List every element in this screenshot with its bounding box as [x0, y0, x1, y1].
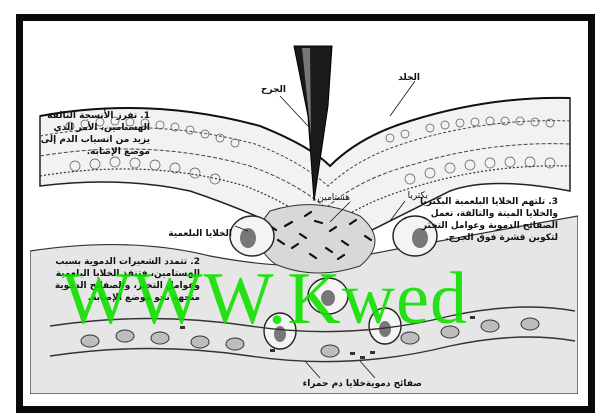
label-wound: الجرح — [246, 84, 286, 96]
label-red-blood-cells: خلايا دم حمراء — [296, 378, 366, 390]
label-blood-platelets: صفائح دموية — [360, 378, 422, 390]
note-step-1: 1. تفرز الأنسجة التالفة الهستامين، الأمر… — [34, 110, 150, 158]
label-skin: الجلد — [380, 72, 420, 84]
note-step-3: 3. تلتهم الخلايا البلعمية البكتريا والخل… — [418, 196, 558, 244]
label-phagocytes: الخلايا البلعمية — [152, 228, 232, 240]
label-histamine: هستامين — [300, 192, 350, 204]
watermark-text: WWW.Kwed — [62, 262, 468, 336]
